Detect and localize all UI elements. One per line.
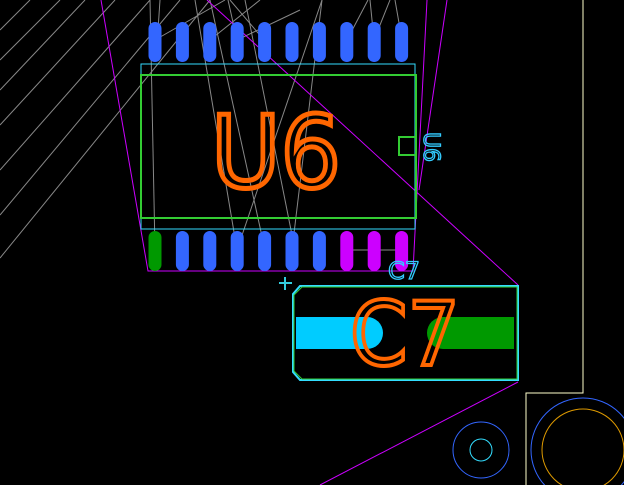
keepout-outline — [100, 0, 519, 485]
hole-drill — [541, 408, 624, 485]
designator-large-u6: U6 — [211, 94, 341, 211]
pad-u6-20[interactable] — [148, 22, 162, 62]
pad-u6-8[interactable] — [340, 231, 354, 271]
pad-u6-3[interactable] — [203, 231, 217, 271]
origin-crosshair — [279, 277, 292, 290]
component-c7[interactable]: C7 C7 — [279, 256, 519, 388]
via[interactable] — [452, 421, 510, 479]
u6-top-pads — [148, 22, 409, 62]
board-edge — [525, 0, 584, 485]
designator-small-u6: U6 — [418, 132, 443, 162]
pad-u6-5[interactable] — [258, 231, 272, 271]
component-u6[interactable]: U6 U6 — [140, 22, 444, 271]
pad-u6-7[interactable] — [312, 231, 326, 271]
pad-u6-13[interactable] — [340, 22, 354, 62]
pad-u6-1[interactable] — [148, 231, 162, 271]
pad-u6-10[interactable] — [395, 231, 409, 271]
pad-u6-2[interactable] — [175, 231, 189, 271]
pad-c7-1[interactable] — [296, 317, 383, 349]
via-ring — [452, 421, 510, 479]
hole-pad-ring — [530, 397, 624, 485]
pad-u6-11[interactable] — [395, 22, 409, 62]
designator-small-c7: C7 — [388, 257, 420, 285]
via-drill — [469, 438, 493, 462]
ratsnest-lines — [0, 0, 403, 259]
pad-u6-16[interactable] — [258, 22, 272, 62]
u6-bottom-pads — [148, 231, 409, 271]
pad-u6-9[interactable] — [367, 231, 381, 271]
pad-u6-4[interactable] — [230, 231, 244, 271]
pad-u6-17[interactable] — [230, 22, 244, 62]
pad-u6-19[interactable] — [175, 22, 189, 62]
courtyard-c7 — [292, 285, 519, 381]
pad-u6-18[interactable] — [203, 22, 217, 62]
pad-u6-15[interactable] — [285, 22, 299, 62]
mounting-hole[interactable] — [530, 397, 624, 485]
pad-c7-2[interactable] — [427, 317, 514, 349]
pad-u6-12[interactable] — [367, 22, 381, 62]
silkscreen-c7 — [293, 286, 518, 380]
pin1-notch — [398, 136, 416, 156]
pad-u6-6[interactable] — [285, 231, 299, 271]
designator-large-c7: C7 — [350, 283, 460, 386]
silkscreen-u6 — [140, 74, 417, 219]
pad-u6-14[interactable] — [312, 22, 326, 62]
